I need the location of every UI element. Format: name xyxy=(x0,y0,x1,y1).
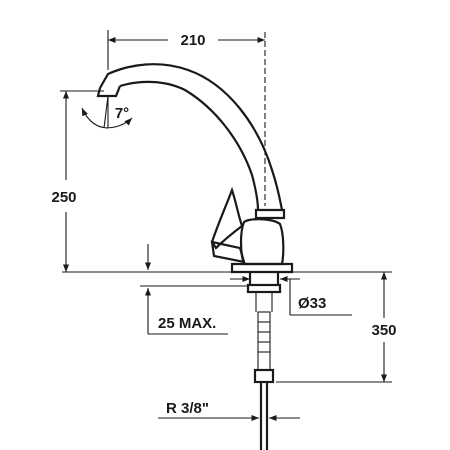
label-aerator-angle: 7° xyxy=(115,105,129,122)
dim-max-counter-thickness: 25 MAX. xyxy=(140,244,248,335)
label-spout-reach: 210 xyxy=(180,32,205,49)
mounting-assembly xyxy=(246,272,282,450)
dim-aerator-angle: 7° xyxy=(81,95,133,129)
dim-spout-reach: 210 xyxy=(107,30,265,70)
faucet-body xyxy=(96,63,294,274)
dim-connection-thread: R 3/8" xyxy=(158,400,300,422)
label-hose-length: 350 xyxy=(371,322,396,339)
label-max-counter-thickness: 25 MAX. xyxy=(158,315,216,332)
label-connection-thread: R 3/8" xyxy=(166,400,209,417)
dim-spout-height: 250 xyxy=(51,90,104,272)
dim-shank-diameter: Ø33 xyxy=(230,275,352,316)
label-spout-height: 250 xyxy=(51,189,76,206)
dim-hose-length: 350 xyxy=(276,272,397,383)
label-shank-diameter: Ø33 xyxy=(298,295,326,312)
